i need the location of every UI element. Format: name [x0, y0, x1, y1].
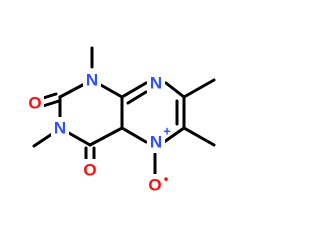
bond-n3-methyl [32, 132, 54, 148]
bond-c6-methyl [182, 126, 216, 147]
atom-o4: O [83, 161, 96, 180]
atom-label-layer: N N N + N O O O • [26, 69, 171, 196]
bond-c8a-n8-inner [126, 90, 148, 105]
o5-label-bg [146, 174, 164, 196]
bond-c7-methyl [182, 78, 216, 99]
n8-label-bg [147, 72, 165, 94]
radical-o5: • [164, 172, 169, 187]
bond-c6-n5 [162, 126, 186, 144]
bond-layer [32, 46, 216, 177]
charge-n5-plus: + [163, 124, 171, 139]
atom-o2: O [28, 94, 41, 113]
atom-o5: O [148, 176, 161, 195]
bond-c4-c4a [88, 126, 124, 147]
n5-label-bg [147, 131, 165, 153]
n1-label-bg [83, 69, 101, 91]
n3-label-bg [51, 117, 69, 139]
bond-c2-o2-b [41, 99, 61, 108]
bond-n5-c4a [120, 126, 148, 144]
o4-label-bg [81, 159, 99, 181]
atom-n3: N [54, 119, 66, 138]
atom-n5: N [150, 133, 162, 152]
molecule-diagram: N N N + N O O O • [26, 46, 216, 196]
atom-n1: N [86, 71, 98, 90]
bond-c8a-n8 [120, 81, 148, 99]
bond-n8-c7 [164, 81, 186, 99]
o2-label-bg [26, 92, 44, 114]
atom-n8: N [150, 74, 162, 93]
